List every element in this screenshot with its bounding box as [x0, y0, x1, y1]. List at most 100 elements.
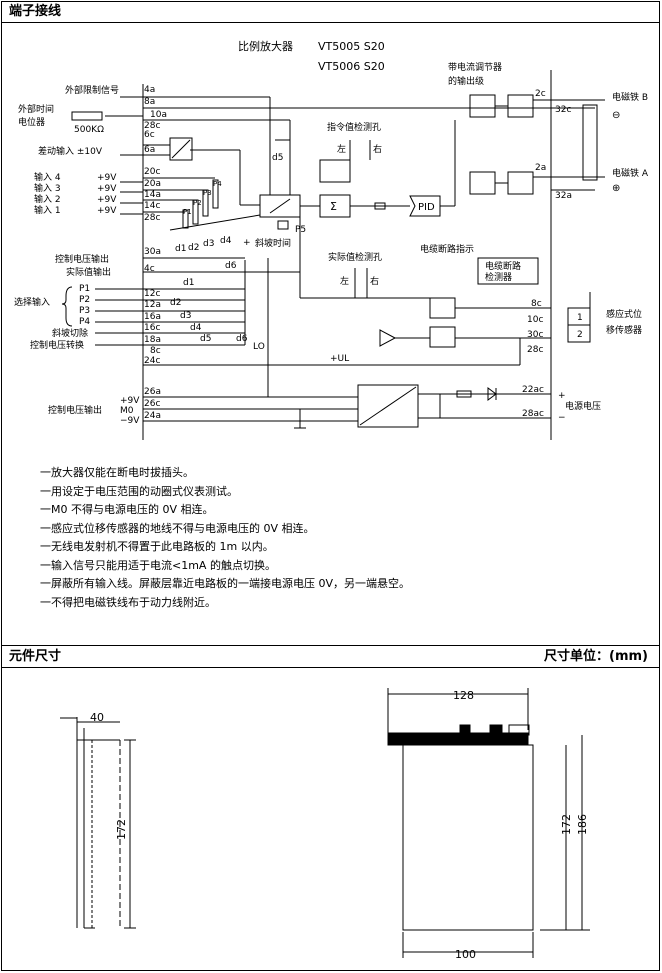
label-m0: M0 — [120, 406, 134, 416]
label-ext-time-2: 电位器 — [18, 116, 45, 128]
pin-32a: 32a — [555, 191, 572, 201]
label-p5: P5 — [295, 225, 306, 235]
pin-8c-r: 8c — [531, 299, 542, 309]
pin-8c: 8c — [150, 346, 161, 356]
pot-label-p3: P3 — [203, 189, 212, 197]
label-d5-switch: d5 — [272, 153, 283, 163]
selection-lines — [95, 217, 301, 346]
front-top-plate — [387, 732, 529, 746]
label-d2: d2 — [188, 243, 199, 253]
label-d1-sel: d1 — [183, 278, 194, 288]
label-9v-d: +9V — [97, 206, 117, 216]
label-supply-plus: + — [558, 391, 566, 401]
select-brace — [61, 286, 73, 327]
diode — [487, 387, 497, 401]
pin-6c: 6c — [144, 130, 155, 140]
label-ctrl-voltage-out: 控制电压输出 — [55, 253, 109, 265]
label-d6-sel: d6 — [236, 334, 248, 344]
pin-16a: 16a — [144, 312, 161, 322]
label-select-input: 选择输入 — [14, 296, 50, 308]
pin-16c: 16c — [144, 323, 160, 333]
note-item: 一屏蔽所有输入线。屏蔽层靠近电路板的一端接电源电压 0V，另一端悬空。 — [40, 577, 411, 590]
pin-26a: 26a — [144, 387, 161, 397]
side-view: 40 172 — [60, 711, 136, 929]
diagram-title: 比例放大器 — [238, 39, 293, 53]
label-supply-voltage: 电源电压 — [565, 400, 601, 412]
pin-28c-r: 28c — [527, 345, 543, 355]
pin-4a: 4a — [144, 85, 155, 95]
fuse — [456, 390, 472, 398]
pot-p2 — [192, 199, 199, 225]
front-height-inner-label: 172 — [560, 814, 573, 835]
label-cable-det-1: 电缆断路 — [485, 260, 521, 272]
selection-relay-labels: d1 d2 d3 d4 d5 d6 d6 LO — [170, 261, 265, 352]
front-handle — [508, 724, 530, 736]
pin-10c-r: 10c — [527, 315, 543, 325]
dims-unit-label: 尺寸单位：(mm) — [544, 649, 648, 664]
front-width-bottom-label: 100 — [455, 948, 476, 961]
label-sensor-2: 移传感器 — [606, 324, 642, 336]
label-supply-minus: − — [558, 413, 566, 423]
label-ext-time-1: 外部时间 — [18, 103, 54, 115]
front-view: 128 100 172 186 — [387, 688, 590, 961]
label-9v-b: +9V — [97, 184, 117, 194]
left-signal-lines — [105, 96, 551, 206]
pin-6a: 6a — [144, 145, 155, 155]
pin-30a: 30a — [144, 247, 161, 257]
label-d4: d4 — [220, 236, 232, 246]
pid-box — [409, 195, 441, 217]
cable-break-detector — [477, 257, 539, 285]
label-cmd-test: 指令值检测孔 — [327, 121, 381, 133]
label-ramp-plus: + — [243, 238, 251, 248]
model-2: VT5006 S20 — [318, 60, 385, 73]
label-plus-sym: ⊕ — [612, 183, 620, 194]
label-p3: P3 — [79, 306, 90, 316]
note-item: 一M0 不得与电源电压的 0V 相连。 — [40, 503, 214, 516]
pin-24a: 24a — [144, 411, 161, 421]
dims-section-title: 元件尺寸 — [9, 649, 62, 664]
pin-30c-r: 30c — [527, 330, 543, 340]
label-current-reg-1: 带电流调节器 — [448, 61, 502, 73]
label-input3: 输入 3 — [34, 182, 61, 194]
note-item: 一不得把电磁铁线布于动力线附近。 — [40, 595, 216, 609]
label-current-reg-2: 的输出级 — [448, 75, 484, 87]
note-item: 一输入信号只能用适于电流<1mA 的触点切换。 — [40, 558, 276, 572]
side-width-label: 40 — [90, 711, 104, 724]
pin-12c: 12c — [144, 289, 160, 299]
wiring-section-header: 端子接线 — [1, 1, 660, 23]
pot-label-p1: P1 — [183, 208, 192, 216]
note-item: 一感应式位移传感器的地线不得与电源电压的 0V 相连。 — [40, 521, 315, 535]
input-potentiometers — [182, 179, 219, 229]
label-d5-sel: d5 — [200, 334, 211, 344]
sensor-pin1: 1 — [577, 313, 583, 323]
power-supply-diag — [359, 386, 417, 426]
label-sensor-1: 感应式位 — [606, 308, 642, 320]
label-solenoid-b: 电磁铁 B — [612, 91, 648, 103]
note-item: 一用设定于电压范围的动圈式仪表测试。 — [40, 484, 238, 498]
label-d4-sel: d4 — [190, 323, 202, 333]
label-actual-test: 实际值检测孔 — [328, 251, 382, 263]
pot-contact-labels: d1 d2 d3 d4 — [175, 236, 232, 254]
label-p2: P2 — [79, 295, 90, 305]
model-1: VT5005 S20 — [318, 40, 385, 53]
sum-symbol: Σ — [330, 200, 337, 213]
pin-20c: 20c — [144, 167, 160, 177]
label-d3-sel: d3 — [180, 311, 191, 321]
notes-list: 一放大器仅能在断电时拔插头。 一用设定于电压范围的动圈式仪表测试。 一M0 不得… — [40, 464, 410, 612]
label-ramp-cut: 斜坡切除 — [52, 327, 88, 339]
front-knob-2 — [489, 724, 503, 736]
pin-26c: 26c — [144, 399, 160, 409]
label-diff-input: 差动输入 ±10V — [38, 145, 103, 157]
pin-10a: 10a — [150, 110, 167, 120]
label-d3: d3 — [203, 239, 214, 249]
label-input2: 输入 2 — [34, 193, 61, 205]
note-item: 一无线电发射机不得置于此电路板的 1m 以内。 — [40, 540, 274, 553]
section-divider — [1, 645, 660, 646]
pot-p3 — [202, 189, 209, 217]
pot-p4 — [212, 179, 219, 209]
pin-8a: 8a — [144, 97, 155, 107]
pin-18a: 18a — [144, 335, 161, 345]
label-solenoid-a: 电磁铁 A — [612, 167, 649, 179]
front-height-outer-label: 186 — [576, 814, 589, 835]
